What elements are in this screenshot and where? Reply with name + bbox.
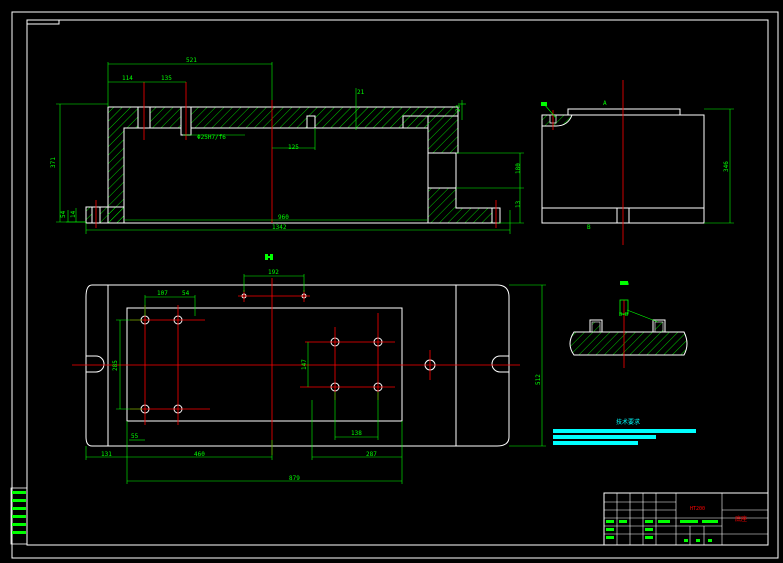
dim-107: 107: [157, 290, 168, 297]
dim-54-plan: 54: [182, 290, 190, 297]
section-mark: B-B: [619, 312, 628, 318]
title-block: HT200 底座: [603, 492, 769, 546]
side-mark-b: B: [587, 224, 591, 231]
technical-notes: 技术要求: [553, 418, 696, 445]
dim-371: 371: [50, 157, 57, 168]
dim-521: 521: [186, 57, 197, 64]
dim-346: 346: [723, 161, 730, 172]
dim-192: 192: [268, 269, 279, 276]
plan-view: 192 107 54 285 147 512 55 138 131 460 28…: [72, 254, 546, 484]
section-view: A-A B-B: [569, 281, 688, 368]
dim-114: 114: [122, 75, 133, 82]
section-label: A-A: [620, 281, 629, 287]
dim-287: 287: [366, 451, 377, 458]
title-part-name: HT200: [690, 506, 705, 512]
dim-131: 131: [101, 451, 112, 458]
dim-55: 55: [131, 433, 139, 440]
dim-180: 180: [515, 163, 522, 174]
dim-960: 960: [278, 214, 289, 221]
dim-1342: 1342: [272, 224, 287, 231]
dim-147: 147: [301, 359, 308, 370]
dim-285: 285: [112, 360, 119, 371]
dim-125: 125: [288, 144, 299, 151]
dim-14: 14: [70, 210, 77, 218]
dim-21: 21: [357, 89, 365, 96]
dim-138: 138: [351, 430, 362, 437]
sheet-border: [11, 11, 779, 559]
dim-54: 54: [60, 210, 67, 218]
dim-879: 879: [289, 475, 300, 482]
dim-135: 135: [161, 75, 172, 82]
dim-23: 23: [455, 104, 462, 112]
side-view: A B 346: [541, 80, 734, 245]
title-drawing-name: 底座: [735, 515, 747, 523]
left-revision-strip: [10, 487, 28, 545]
front-view: 521 114 135 21 23 Φ25H7/f6 125 371 180 1…: [50, 57, 524, 234]
dim-512: 512: [535, 374, 542, 385]
dim-13: 13: [515, 200, 522, 208]
dim-460: 460: [194, 451, 205, 458]
notes-title: 技术要求: [616, 418, 640, 426]
side-mark-a: A: [603, 100, 607, 107]
fit-label: Φ25H7/f6: [197, 134, 226, 141]
